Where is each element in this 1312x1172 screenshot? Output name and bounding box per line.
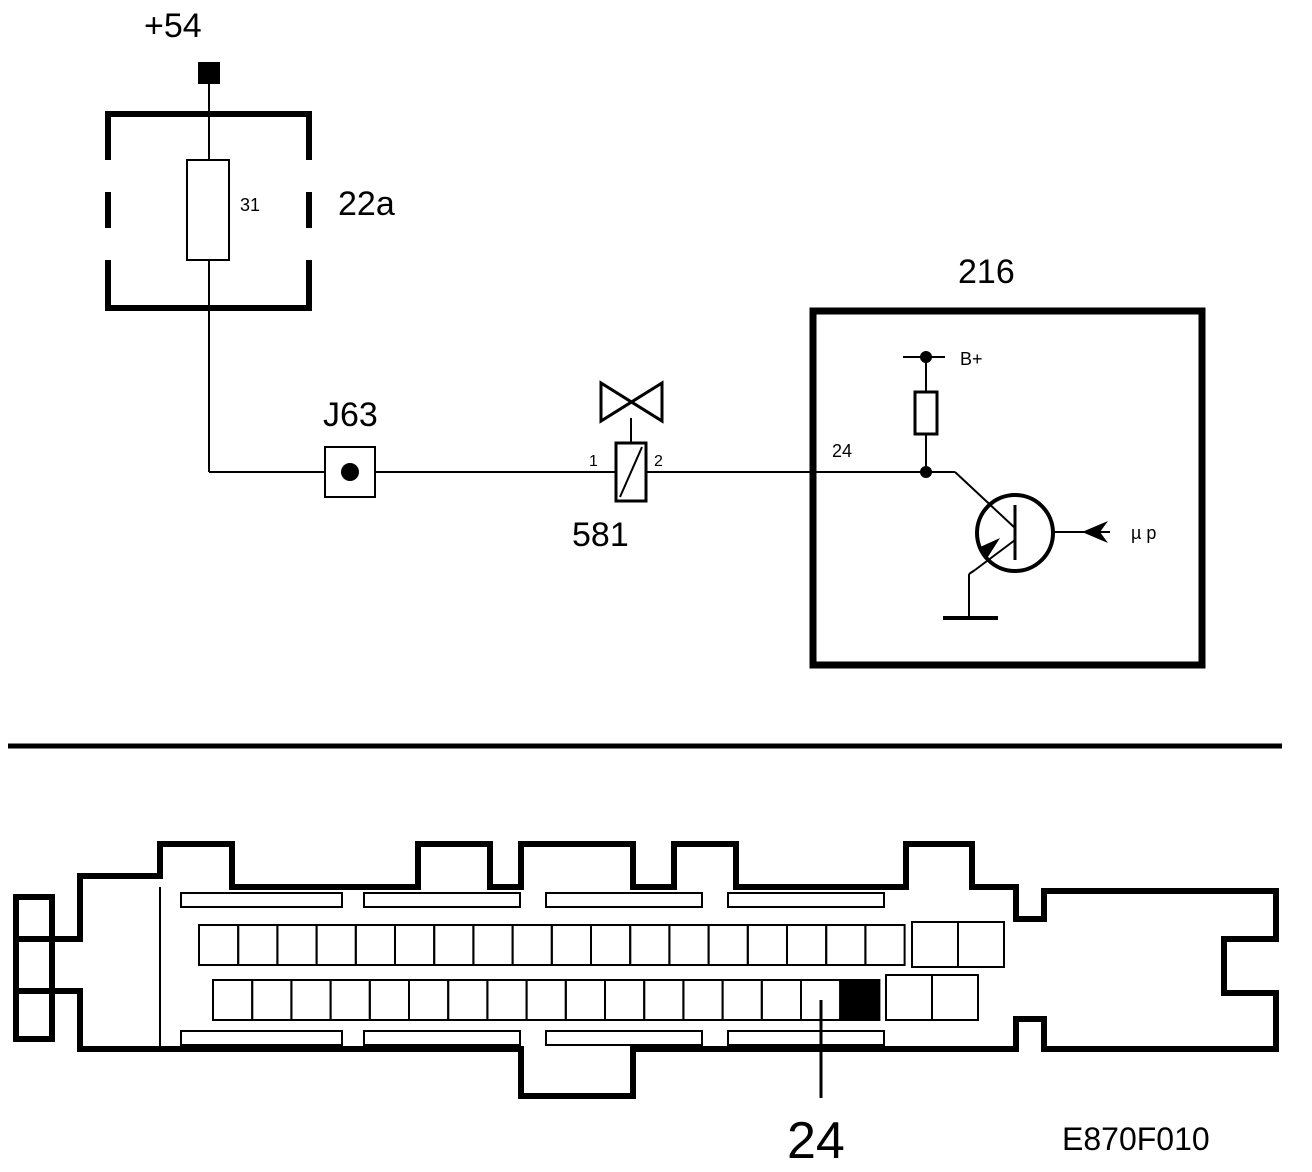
connector-pin-large bbox=[931, 974, 979, 1021]
connector-pin bbox=[329, 979, 371, 1021]
connector-pin bbox=[276, 924, 318, 966]
connector-pin bbox=[408, 979, 450, 1021]
connector-pin bbox=[290, 979, 332, 1021]
connector-pin bbox=[251, 979, 293, 1021]
connector-pin bbox=[486, 979, 528, 1021]
connector-pin bbox=[721, 979, 763, 1021]
junction-label: J63 bbox=[323, 396, 378, 434]
connector-pin-large bbox=[957, 921, 1005, 968]
connector-pin bbox=[237, 924, 279, 966]
connector-pin bbox=[368, 979, 410, 1021]
supply-label: +54 bbox=[144, 7, 202, 45]
connector-pin bbox=[604, 979, 646, 1021]
connector-pin-large bbox=[885, 974, 933, 1021]
connector-pin bbox=[550, 924, 592, 966]
figure-id: E870F010 bbox=[1062, 1121, 1210, 1157]
mp-label: µ p bbox=[1131, 523, 1156, 543]
bplus-label: B+ bbox=[960, 349, 983, 369]
ecu-box bbox=[809, 307, 1206, 669]
connector-pin bbox=[198, 924, 240, 966]
connector-pin bbox=[643, 979, 685, 1021]
valve-pin-1-label: 1 bbox=[589, 453, 598, 470]
connector-pin bbox=[668, 924, 710, 966]
connector-pin bbox=[447, 979, 489, 1021]
fuse-box-label: 22a bbox=[338, 185, 395, 223]
connector-pin bbox=[707, 924, 749, 966]
connector-pin-24 bbox=[839, 979, 881, 1021]
fuse-31 bbox=[186, 159, 230, 261]
schematic bbox=[105, 62, 1206, 669]
connector-pin bbox=[746, 924, 788, 966]
ecu-pin-label: 24 bbox=[832, 441, 852, 461]
connector-pin bbox=[682, 979, 724, 1021]
pullup-resistor bbox=[913, 390, 939, 436]
pin-row-2 bbox=[212, 974, 979, 1021]
fuse-number-label: 31 bbox=[240, 195, 260, 215]
valve-symbol bbox=[599, 380, 664, 424]
connector-pin bbox=[433, 924, 475, 966]
connector-pin bbox=[786, 924, 828, 966]
ecu-label: 216 bbox=[958, 253, 1015, 291]
connector-pin bbox=[864, 924, 906, 966]
supply-terminal bbox=[198, 62, 220, 84]
connector-outline bbox=[49, 841, 1279, 1099]
connector-pin bbox=[315, 924, 357, 966]
connector-pin bbox=[564, 979, 606, 1021]
connector-pin bbox=[629, 924, 671, 966]
mp-input-arrow bbox=[1082, 521, 1108, 543]
connector-pin bbox=[472, 924, 514, 966]
connector-pin bbox=[590, 924, 632, 966]
connector-pin-large bbox=[911, 921, 959, 968]
connector-pin bbox=[525, 979, 567, 1021]
connector-pin bbox=[511, 924, 553, 966]
connector-pin bbox=[760, 979, 802, 1021]
valve-label: 581 bbox=[572, 516, 629, 554]
junction-dot bbox=[341, 463, 359, 481]
connector-pin-label: 24 bbox=[787, 1112, 845, 1170]
connector bbox=[13, 841, 1279, 1099]
connector-pin bbox=[212, 979, 254, 1021]
valve-pin-2-label: 2 bbox=[654, 453, 663, 470]
connector-pin bbox=[825, 924, 867, 966]
pin-row-1 bbox=[198, 921, 1005, 968]
connector-pin bbox=[394, 924, 436, 966]
connector-pin bbox=[354, 924, 396, 966]
